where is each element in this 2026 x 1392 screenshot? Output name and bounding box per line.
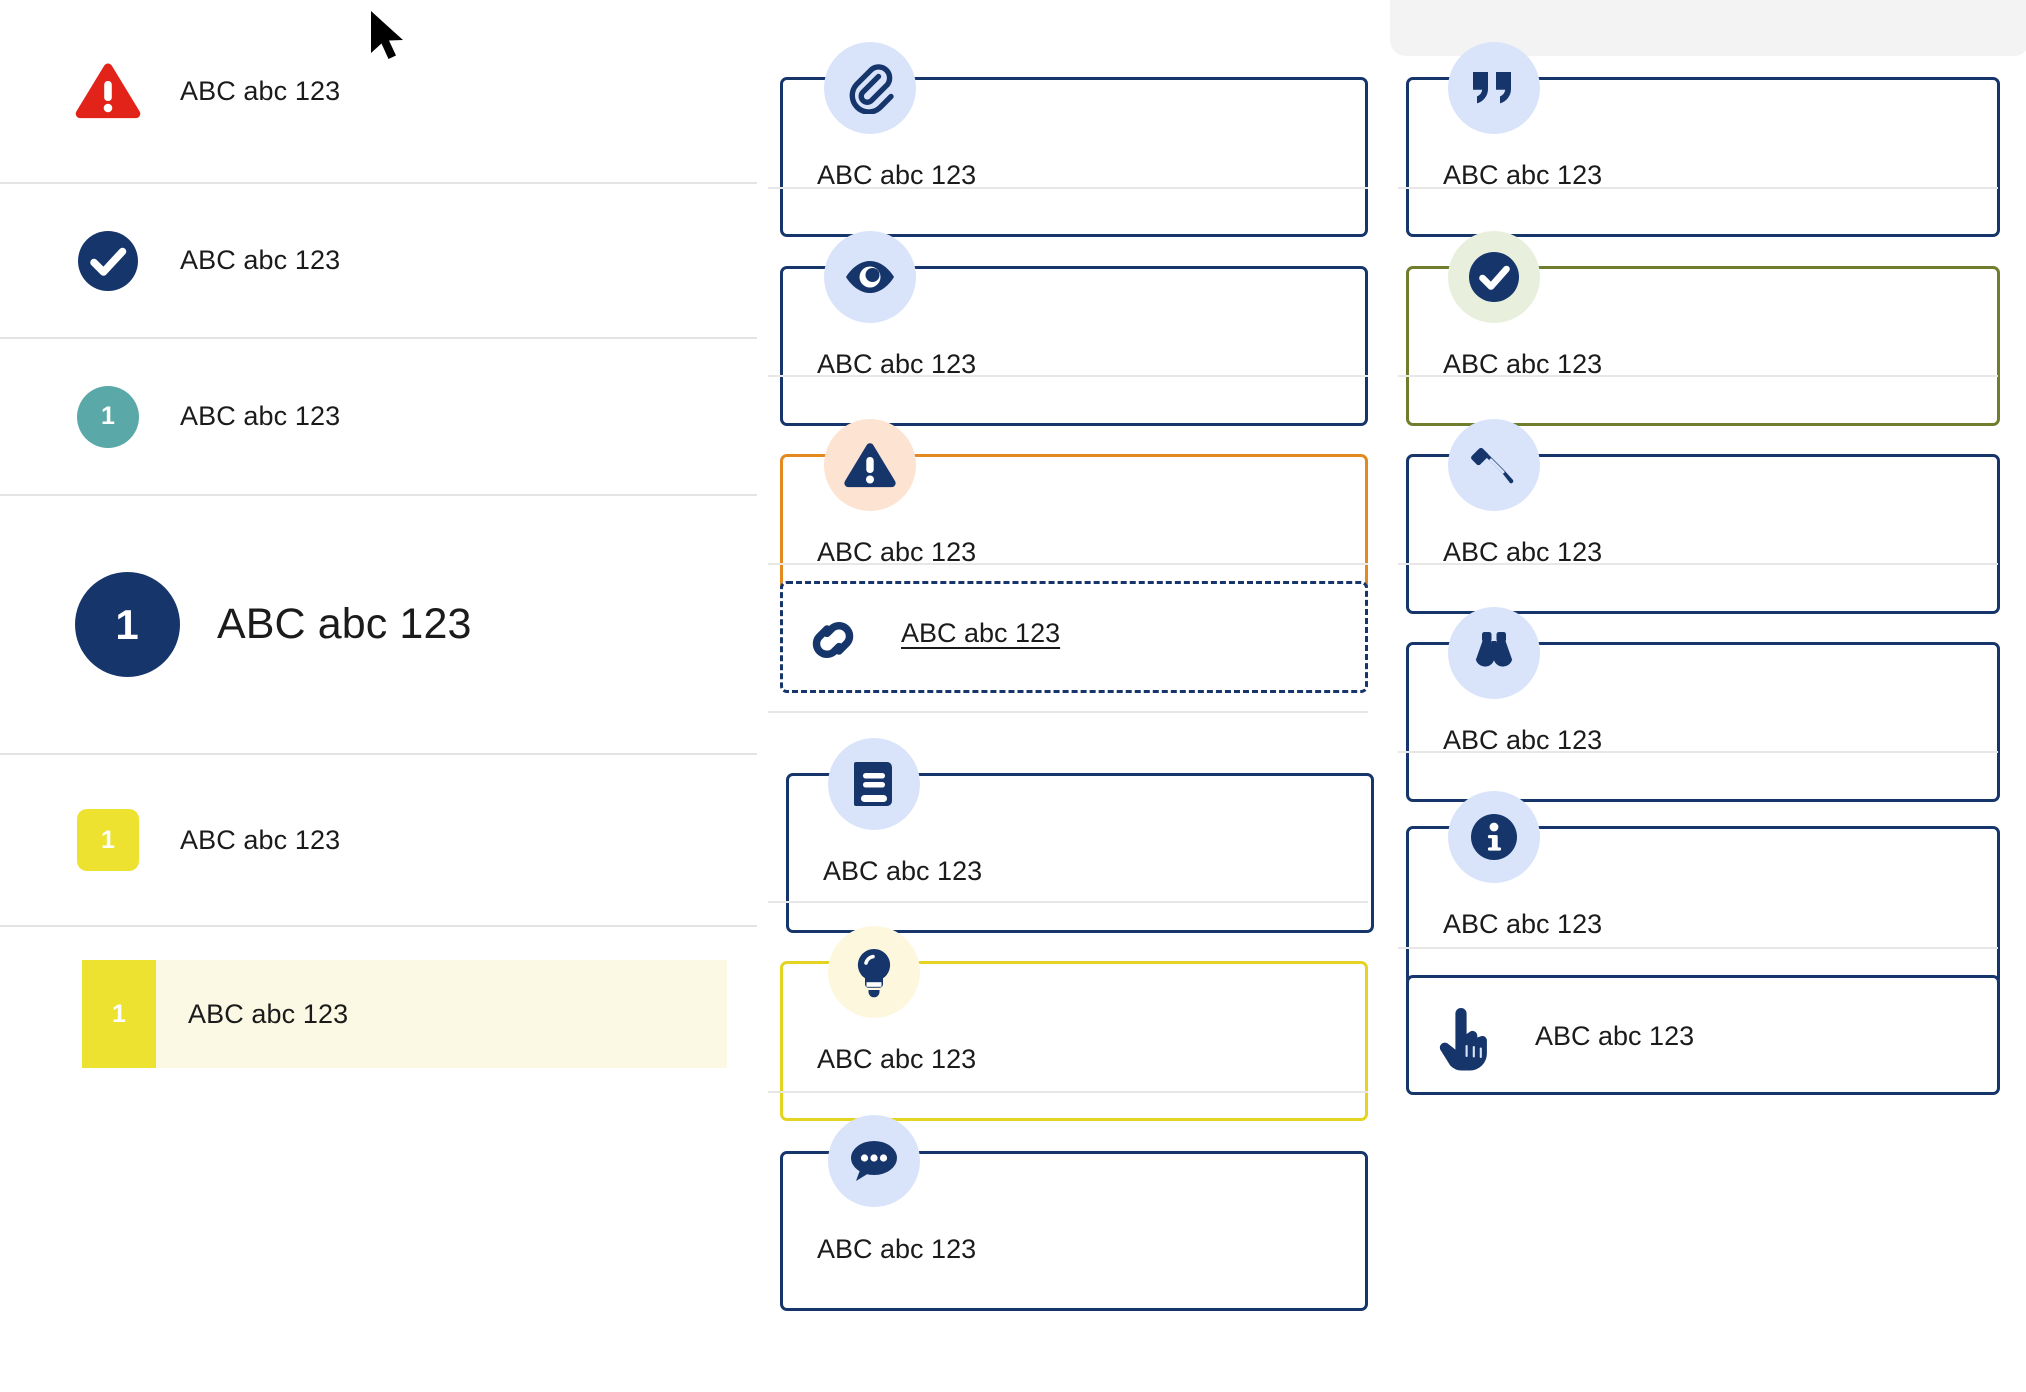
list-item-label: ABC abc 123 [188,998,349,1029]
card-action[interactable]: ABC abc 123 [1406,975,2000,1095]
number-square-marker: 1 [82,960,156,1068]
card-label: ABC abc 123 [817,537,977,567]
book-icon [828,738,920,830]
card-label: ABC abc 123 [1443,537,1603,567]
step-number: 1 [74,572,180,677]
lightbulb-icon [828,926,920,1018]
list-item-success[interactable]: ABC abc 123 [0,182,757,337]
pointing-hand-icon [1437,1002,1497,1072]
card-slot: ABC abc 123 [768,563,1368,711]
card-slot: ABC abc 123 [1398,563,2000,802]
list-item-label: ABC abc 123 [180,401,341,431]
card-slot: ABC abc 123 [768,0,1368,237]
card-slot: ABC abc 123 [768,187,1368,426]
list-item-step-yellow[interactable]: 1 ABC abc 123 [0,753,757,925]
binoculars-icon [1448,607,1540,699]
paperclip-icon [824,42,916,134]
card-label: ABC abc 123 [817,1234,977,1264]
list-item-label: ABC abc 123 [217,600,472,648]
number-circle-icon: 1 [72,572,182,677]
list-item-label: ABC abc 123 [180,824,341,855]
list-item-step-large[interactable]: 1 ABC abc 123 [0,494,757,753]
number-square-icon: 1 [72,809,144,871]
list-item-step-teal[interactable]: 1 ABC abc 123 [0,337,757,494]
card-slot: ABC abc 123 [1398,187,2000,426]
check-circle-icon [72,230,144,291]
card-comment[interactable]: ABC abc 123 [780,1151,1368,1311]
card-slot: ABC abc 123 [768,901,1368,1121]
step-number: 1 [77,809,139,871]
step-number: 1 [77,385,139,448]
card-tip[interactable]: ABC abc 123 [780,961,1368,1121]
list-item-step-selected[interactable]: 1 ABC abc 123 [82,960,727,1068]
card-link[interactable]: ABC abc 123 [780,581,1368,693]
link-icon [805,614,861,666]
card-slot: ABC abc 123 [768,375,1368,614]
info-circle-icon [1448,791,1540,883]
chat-bubble-icon [828,1115,920,1207]
quotation-marks-icon [1448,42,1540,134]
card-label: ABC abc 123 [1535,1021,1695,1051]
list-item-step-selected-wrap: 1 ABC abc 123 [0,925,757,1100]
card-label: ABC abc 123 [1443,349,1603,379]
card-label: ABC abc 123 [1443,160,1603,190]
card-slot: ABC abc 123 [768,1091,1368,1311]
left-column: ABC abc 123 ABC abc 123 1 ABC abc 123 1 [0,0,757,1392]
alert-triangle-icon [824,419,916,511]
list-item-label: ABC abc 123 [180,75,341,106]
card-slot: ABC abc 123 [1398,375,2000,614]
card-label: ABC abc 123 [1443,725,1603,755]
number-circle-icon: 1 [72,385,144,448]
alert-triangle-icon [72,61,144,121]
card-link-label[interactable]: ABC abc 123 [901,618,1061,648]
card-slot: ABC abc 123 [768,711,1374,933]
list-item-label: ABC abc 123 [180,245,341,275]
card-label: ABC abc 123 [817,160,977,190]
pencil-icon [1448,419,1540,511]
card-slot: ABC abc 123 [1398,751,2000,986]
card-label: ABC abc 123 [1443,909,1603,939]
step-number: 1 [112,999,126,1028]
card-preview[interactable]: ABC abc 123 [780,266,1368,426]
card-label: ABC abc 123 [823,856,983,886]
right-column: ABC abc 123 ABC abc 123 [1398,0,2000,1107]
card-slot: ABC abc 123 [1398,0,2000,237]
card-label: ABC abc 123 [817,1044,977,1074]
middle-column: ABC abc 123 ABC abc 123 [768,0,1374,1311]
card-slot: ABC abc 123 [1398,947,2000,1107]
card-label: ABC abc 123 [817,349,977,379]
list-item-error[interactable]: ABC abc 123 [0,0,757,182]
check-circle-icon [1448,231,1540,323]
eye-icon [824,231,916,323]
